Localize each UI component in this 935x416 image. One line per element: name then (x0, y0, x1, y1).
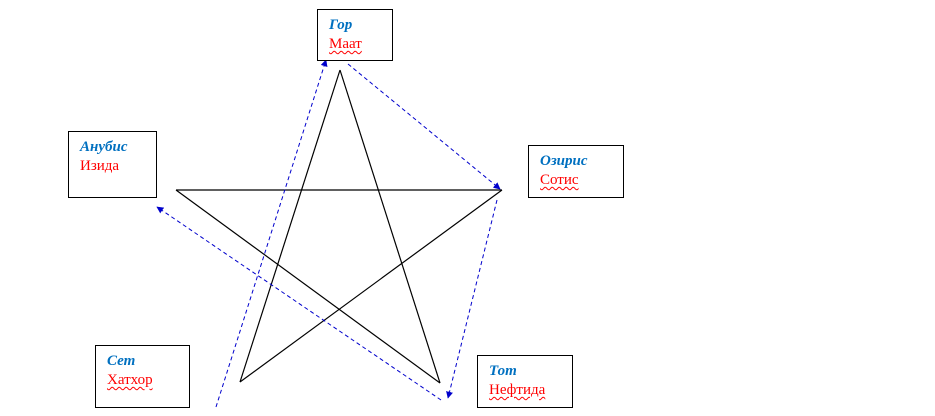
arrow-ozyris-to-tot (446, 199, 498, 399)
star-edge (239, 189, 503, 383)
node-tot: Тот Нефтида (477, 355, 573, 408)
star-edge (175, 189, 441, 384)
node-gor: Гор Маат (317, 9, 393, 61)
arrow-gor-to-ozyris (347, 63, 501, 190)
consort-name: Маат (329, 36, 362, 52)
deity-name: Гор (329, 17, 353, 33)
deity-name: Озирис (540, 153, 588, 169)
consort-name: Хатхор (107, 372, 153, 388)
consort-name: Изида (80, 158, 120, 174)
star-edge (339, 69, 441, 384)
node-ozyris: Озирис Сотис (528, 145, 624, 198)
consort-name: Нефтида (489, 382, 546, 398)
deity-name: Тот (489, 363, 517, 379)
node-anubis: Анубис Изида (68, 131, 157, 198)
arrow-set-to-gor (215, 59, 328, 408)
deity-name: Анубис (80, 139, 128, 155)
pentagram-star (175, 69, 503, 384)
deity-name: Сет (107, 353, 136, 369)
node-set: Сет Хатхор (95, 345, 190, 408)
consort-name: Сотис (540, 172, 579, 188)
flow-arrows (156, 59, 501, 408)
arrow-tot-to-anubis (156, 206, 442, 401)
star-edge (239, 69, 341, 383)
